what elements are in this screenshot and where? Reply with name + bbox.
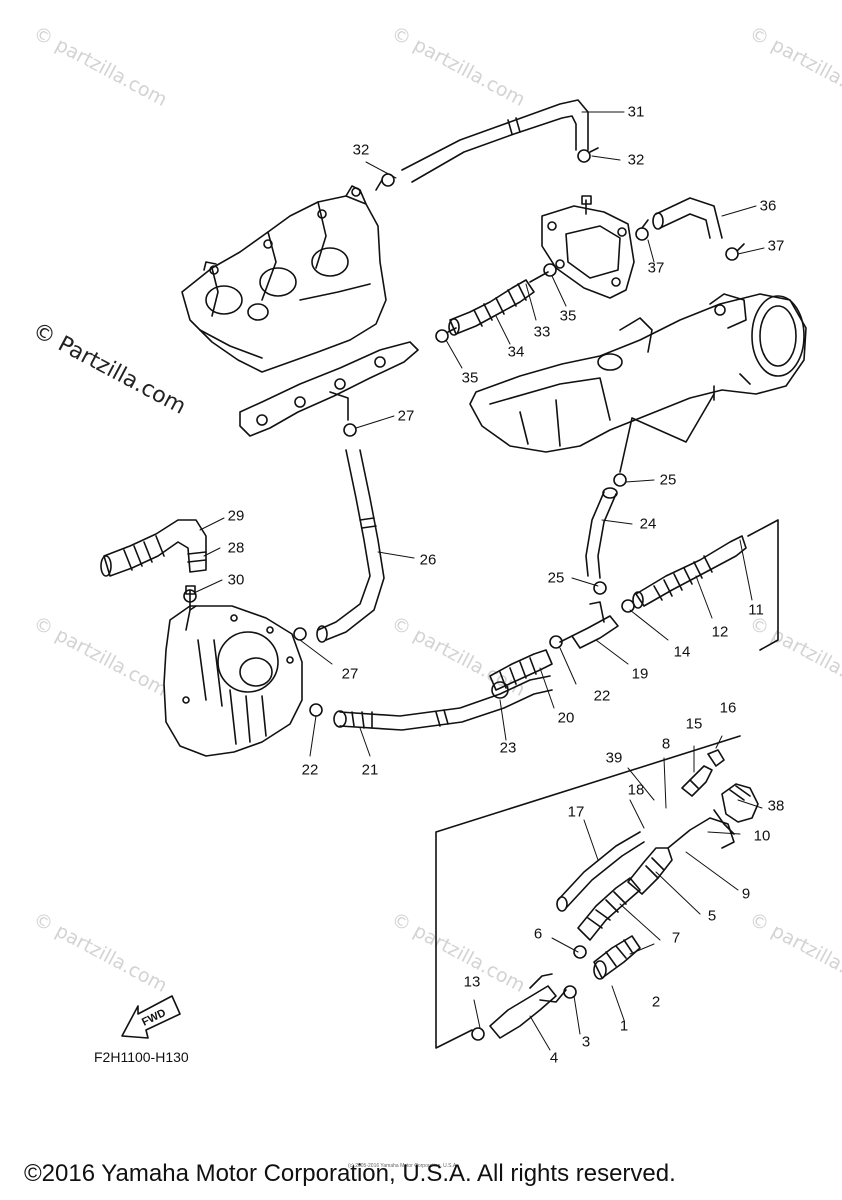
callout-label: 36 (759, 197, 777, 215)
copyright: ©2016 Yamaha Motor Corporation, U.S.A. A… (24, 1160, 676, 1187)
callout-label: 23 (499, 739, 517, 757)
cap-16 (707, 749, 725, 767)
callout-label: 31 (627, 103, 645, 121)
callout-label: 25 (659, 471, 677, 489)
callout-label: 38 (767, 797, 785, 815)
callout-label: 27 (341, 665, 359, 683)
callout-label: 18 (627, 781, 645, 799)
callout-label: 10 (753, 827, 771, 845)
callout-label: 22 (301, 761, 319, 779)
callout-label: 7 (671, 929, 681, 947)
fine-print: (c) 2005-2016 Yamaha Motor Corporation, … (348, 1163, 458, 1169)
intake-housing (163, 585, 303, 757)
callout-label: 15 (685, 715, 703, 733)
sub-assembly-frame (435, 735, 741, 1049)
bellows-12 (632, 535, 747, 609)
callout-label: 35 (461, 369, 479, 387)
bellows-7 (577, 877, 641, 941)
hose-31 (401, 99, 589, 183)
hose-21 (333, 675, 553, 731)
callout-label: 22 (593, 687, 611, 705)
leader-lines (195, 111, 765, 1051)
callout-label: 27 (397, 407, 415, 425)
callout-label: 8 (661, 735, 671, 753)
callout-label: 19 (631, 665, 649, 683)
joint-19 (559, 601, 619, 649)
elbow-28-29 (100, 519, 207, 577)
callout-label: 25 (547, 569, 565, 587)
callout-label: 29 (227, 507, 245, 525)
callout-label: 34 (507, 343, 525, 361)
callout-label: 37 (647, 259, 665, 277)
callout-label: 9 (741, 885, 751, 903)
callout-label: 14 (673, 643, 691, 661)
exhaust-manifold (181, 185, 387, 373)
exhaust-chamber (469, 293, 807, 453)
callout-label: 32 (352, 141, 370, 159)
water-box-cover (541, 195, 635, 299)
frame-box (747, 519, 779, 651)
callout-label: 33 (533, 323, 551, 341)
manifold-flange (239, 341, 419, 437)
callout-label: 37 (767, 237, 785, 255)
fwd-arrow-icon: FWD (121, 995, 181, 1039)
callout-label: 17 (567, 803, 585, 821)
hose-17 (556, 831, 645, 912)
callout-label: 6 (533, 925, 543, 943)
valve-38 (713, 783, 759, 835)
nozzle-5 (627, 817, 735, 895)
callout-label: 2 (651, 993, 661, 1011)
callout-label: 24 (639, 515, 657, 533)
diagram-code: F2H1100-H130 (94, 1049, 189, 1065)
callout-label: 11 (748, 601, 764, 619)
callout-label: 28 (227, 539, 245, 557)
callout-label: 16 (719, 699, 737, 717)
callout-label: 20 (557, 709, 575, 727)
callout-label: 39 (605, 749, 623, 767)
callout-label: 26 (419, 551, 437, 569)
callout-label: 4 (549, 1049, 559, 1067)
hose-24 (585, 393, 715, 579)
hose-26 (316, 449, 385, 643)
joint-4 (489, 973, 567, 1039)
callout-label: 13 (463, 973, 481, 991)
nipple-15 (681, 765, 713, 797)
callout-label: 30 (227, 571, 245, 589)
bellows-2 (593, 935, 641, 980)
callout-label: 1 (619, 1017, 629, 1035)
callout-label: 21 (361, 761, 379, 779)
callout-label: 12 (711, 623, 729, 641)
callout-label: 5 (707, 907, 717, 925)
bellows-20 (489, 649, 553, 691)
hose-36 (652, 197, 723, 239)
callout-label: 3 (581, 1033, 591, 1051)
callout-label: 32 (627, 151, 645, 169)
callout-label: 35 (559, 307, 577, 325)
